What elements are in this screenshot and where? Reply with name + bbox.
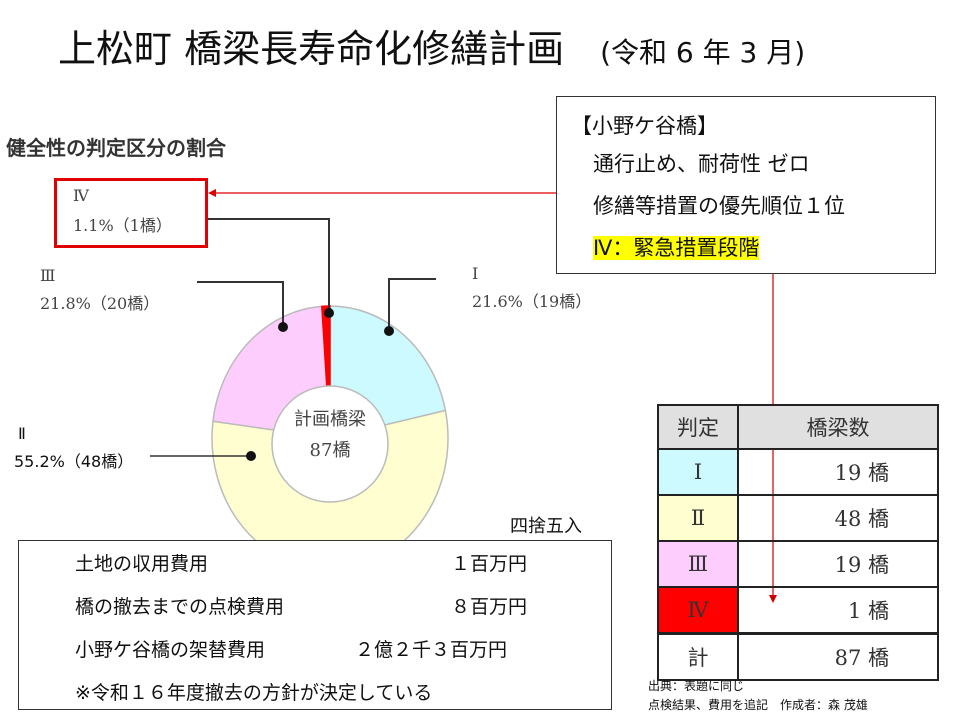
header-count: 橋梁数 (737, 404, 939, 450)
leader-line-i (388, 278, 436, 331)
cost-box: 土地の収用費用 １百万円 橋の撤去までの点検費用 ８百万円 小野ケ谷橋の架替費用… (18, 540, 612, 710)
total-label: 計 (657, 632, 739, 681)
cost-note: ※令和１６年度撤去の方針が決定している (75, 682, 433, 704)
arrowhead-left-icon (208, 189, 216, 197)
label-iii: Ⅲ 21.8%（20橋） (40, 262, 159, 318)
label-iii-value: 21.8%（20橋） (40, 294, 160, 313)
label-iii-grade: Ⅲ (40, 266, 56, 285)
label-ii: Ⅱ 55.2%（48橋） (14, 420, 133, 476)
source-line1: 出典：表題に同じ (648, 679, 745, 693)
marker-iii (278, 322, 288, 332)
cost-item: 小野ケ谷橋の架替費用 (75, 639, 266, 661)
label-iv-grade: Ⅳ (73, 186, 89, 205)
source-line2: 点検結果、費用を追記 作成者：森 茂雄 (648, 698, 868, 712)
grade-cell: Ⅲ (657, 540, 739, 588)
cost-value: １百万円 (451, 553, 528, 575)
label-i-value: 21.6%（19橋） (472, 292, 592, 311)
header-grade: 判定 (657, 404, 739, 450)
total-count: 87 橋 (737, 632, 939, 681)
donut-hole (271, 385, 389, 503)
count-cell: 48 橋 (737, 494, 939, 542)
leader-line-iii (197, 281, 284, 326)
cost-item: 橋の撤去までの点検費用 (75, 596, 285, 618)
source-note: 出典：表題に同じ 点検結果、費用を追記 作成者：森 茂雄 (648, 677, 868, 715)
count-cell: 19 橋 (737, 448, 939, 496)
leader-line-iv (205, 218, 330, 313)
grade-cell: Ⅳ (657, 586, 739, 635)
center-label-count: 87橋 (310, 440, 351, 461)
marker-i (384, 326, 394, 336)
label-ii-value: 55.2%（48橋） (14, 452, 134, 471)
label-ii-grade: Ⅱ (18, 424, 26, 443)
label-i: Ⅰ 21.6%（19橋） (472, 260, 591, 316)
chart-title: 健全性の判定区分の割合 (6, 136, 226, 160)
count-cell: 1 橋 (737, 586, 939, 635)
marker-ii (246, 451, 256, 461)
note-heading: 【小野ケ谷橋】 (571, 114, 718, 138)
page-title: 上松町 橋梁長寿命化修繕計画 (令和 6 年 3 月) (58, 18, 805, 73)
grade-cell: Ⅱ (657, 494, 739, 542)
label-iv-value: 1.1%（1橋） (73, 216, 172, 235)
title-date: (令和 6 年 3 月) (600, 36, 806, 69)
count-cell: 19 橋 (737, 540, 939, 588)
rounding-note: 四捨五入 (510, 516, 582, 537)
label-iv-box: Ⅳ 1.1%（1橋） (54, 178, 208, 248)
cost-value: ８百万円 (451, 596, 528, 618)
note-line2: 修繕等措置の優先順位１位 (593, 194, 845, 218)
cost-item: 土地の収用費用 (75, 553, 209, 575)
marker-iv (324, 308, 334, 318)
label-i-grade: Ⅰ (472, 264, 479, 283)
cost-value: ２億２千３百万円 (355, 639, 508, 661)
note-emergency-highlight: Ⅳ：緊急措置段階 (593, 236, 760, 260)
title-main: 上松町 橋梁長寿命化修繕計画 (58, 27, 565, 71)
table-header: 判定 橋梁数 (657, 404, 939, 450)
center-label-title: 計画橋梁 (294, 409, 366, 430)
bridge-note-box: 【小野ケ谷橋】 通行止め、耐荷性 ゼロ 修繕等措置の優先順位１位 Ⅳ：緊急措置段… (556, 96, 936, 274)
grade-cell: Ⅰ (657, 448, 739, 496)
note-line1: 通行止め、耐荷性 ゼロ (593, 152, 810, 176)
